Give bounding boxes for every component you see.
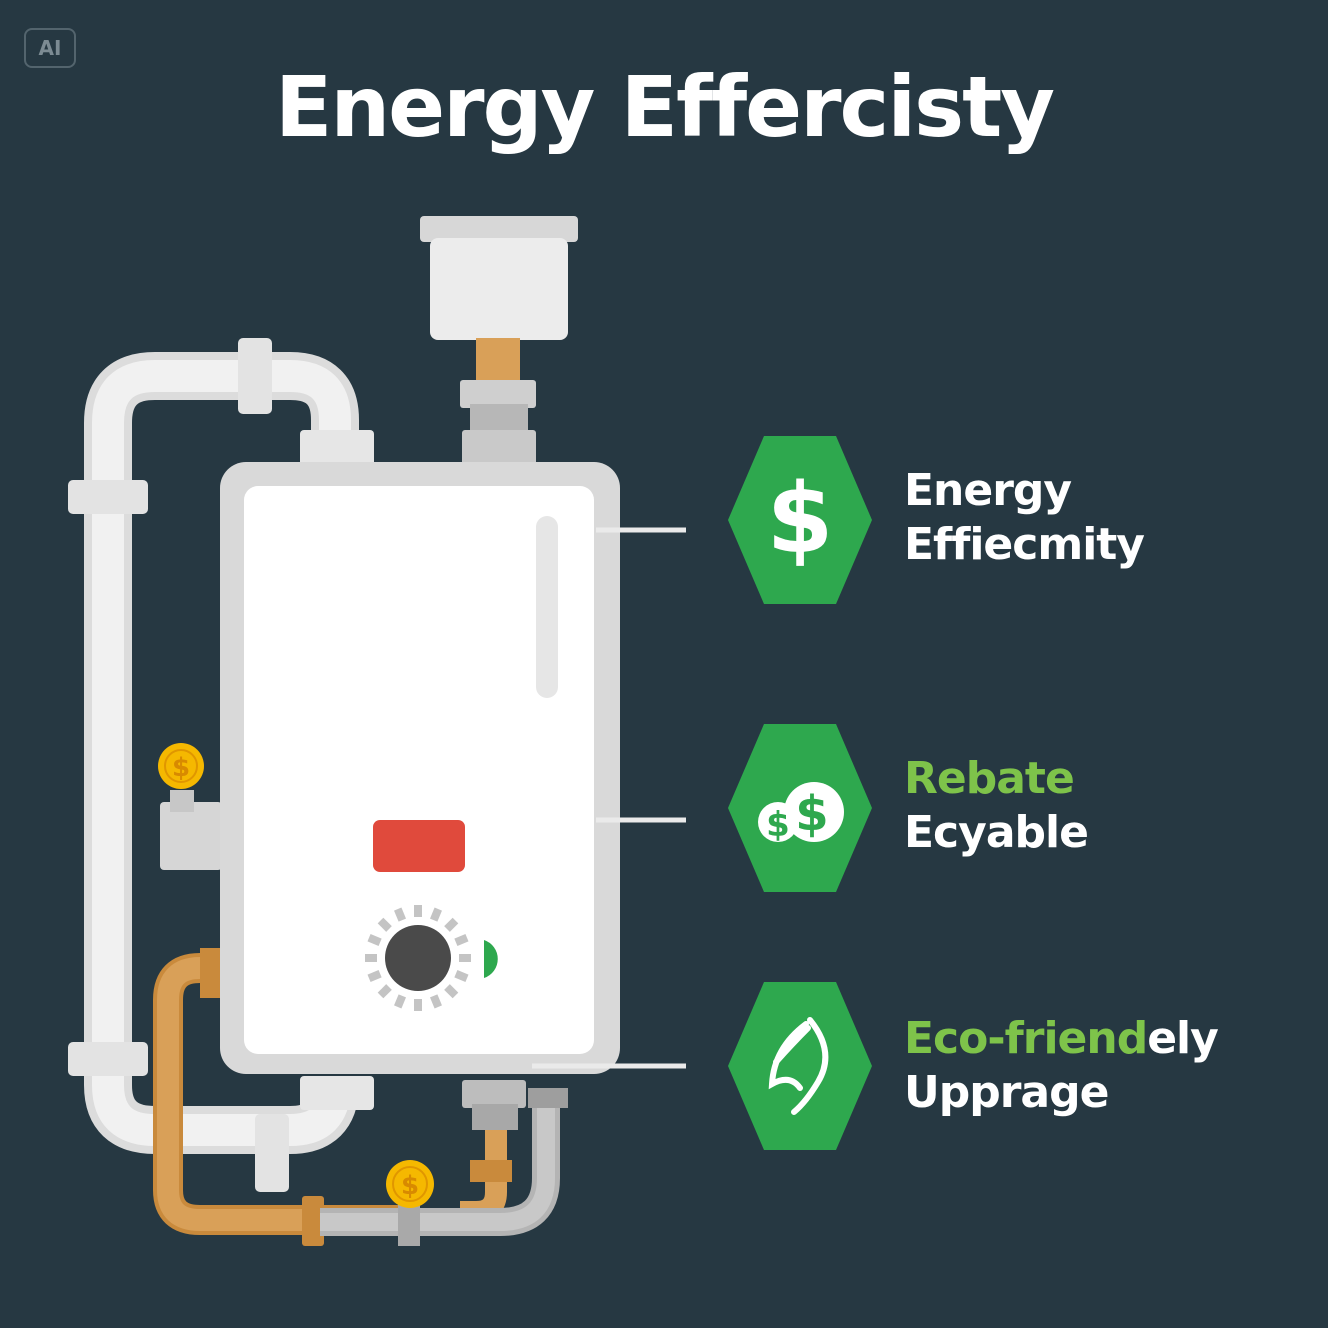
coin-symbol: $ [401,1171,419,1201]
dial-tick [454,934,469,947]
dial-tick [394,907,407,922]
feature-icon-energy: $ [728,436,872,604]
power-indicator [484,940,498,978]
pipe-coupling [255,1114,289,1192]
feature-rebate-line2: Ecyable [904,807,1089,858]
feature-rebate-line1: Rebate [904,753,1075,804]
dial-tick [377,984,392,999]
feature-icon-rebate: $ $ [728,724,872,892]
pipe-coupling [238,338,272,414]
feature-eco: Eco-friendely Upprage [904,1012,1219,1120]
pipe-coupling [68,480,148,514]
connector-lines [532,527,686,1069]
feature-eco-line2: Upprage [904,1067,1109,1118]
dial-tick [444,917,459,932]
top-vent [420,216,578,466]
page-title: Energy Effercisty [274,58,1055,156]
dial-tick [394,994,407,1009]
feature-icon-eco [728,982,872,1150]
temperature-dial [365,905,498,1011]
coin-symbol: $ [172,753,190,783]
money-bag-icon: $ $ [758,782,844,845]
dial-tick [377,917,392,932]
dial-tick [454,969,469,982]
feature-energy: Energy Effiecmity [904,464,1145,572]
dial-tick [459,954,471,962]
gauge-slot [536,516,558,698]
leaf-icon [768,1017,829,1115]
feature-eco-line1-green: Eco-friend [904,1013,1148,1064]
white-pipe-loop [68,338,374,1192]
indicator-light [373,820,465,872]
svg-text:$: $ [766,805,790,845]
dial-tick [429,907,442,922]
ai-badge: AI [24,28,76,68]
feature-energy-line2: Effiecmity [904,519,1145,570]
dial-tick [414,905,422,917]
feature-eco-line1-white: ely [1147,1013,1219,1064]
pipe-coupling [300,1076,374,1110]
side-valve: $ [158,743,222,870]
pipe-coupling [68,1042,148,1076]
feature-energy-line1: Energy [904,465,1072,516]
dial-tick [414,999,422,1011]
dial-tick [367,934,382,947]
heater-body [220,462,620,1074]
dial-tick [365,954,377,962]
dial-tick [367,969,382,982]
dial-tick [429,994,442,1009]
dial-tick [444,984,459,999]
svg-text:$: $ [795,786,828,842]
feature-rebate: Rebate Ecyable [904,752,1089,860]
gray-pipe: $ [320,1080,568,1246]
dial-knob[interactable] [385,925,451,991]
feature-eco-line1: Eco-friendely [904,1012,1219,1066]
pipe-coupling [300,430,374,466]
dollar-icon: $ [767,463,834,575]
